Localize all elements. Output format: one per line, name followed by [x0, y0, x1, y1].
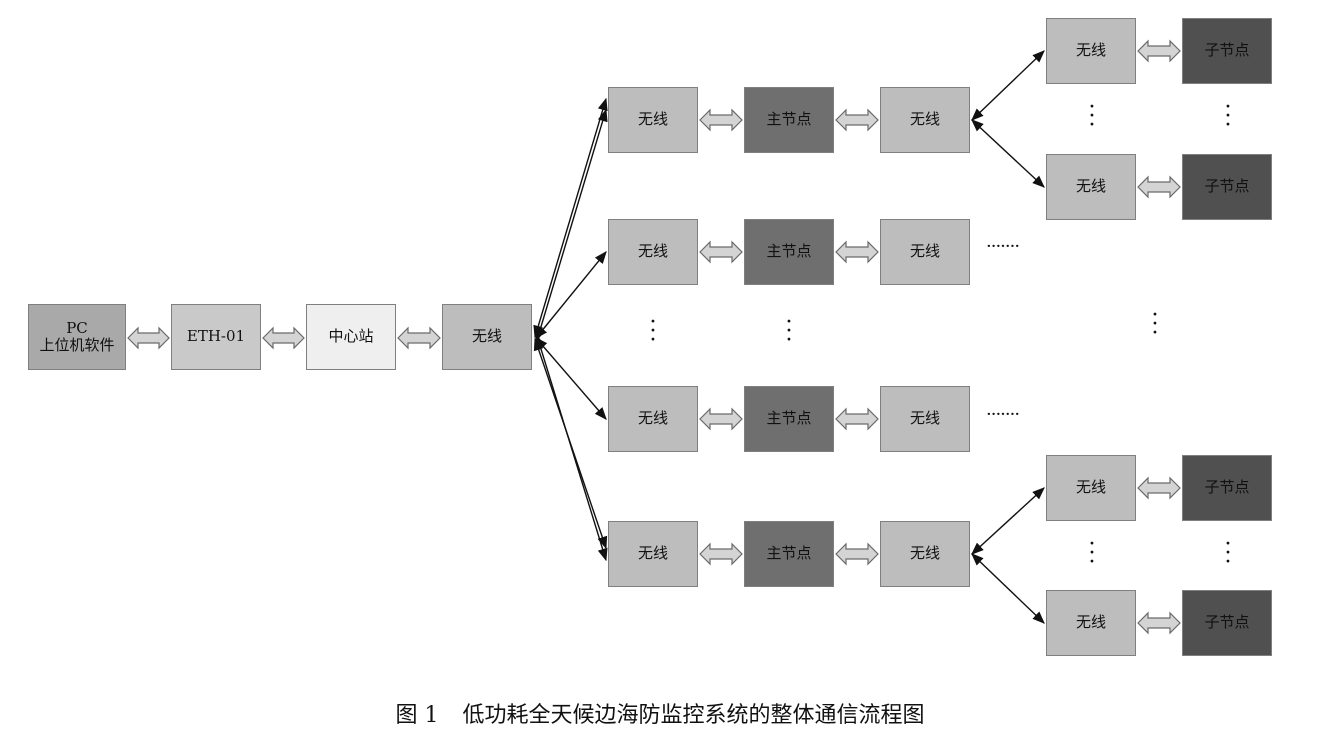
master-label: 主节点 [766, 242, 812, 261]
pc-label: PC [66, 318, 88, 337]
bidirectional-arrow [1137, 39, 1181, 63]
fan-out-arrow-group [533, 50, 1045, 624]
row4-wireless-in-node: 无线 [608, 521, 698, 587]
horizontal-ellipsis: ······· [986, 404, 1020, 425]
wireless-label: 无线 [909, 110, 940, 129]
center-station-node: 中心站 [306, 304, 396, 370]
row2-master-node: 主节点 [744, 219, 834, 285]
bidirectional-arrow [397, 326, 441, 350]
row1-child2-node: 子节点 [1182, 154, 1272, 220]
vertical-ellipsis: · · · [785, 310, 793, 353]
bidirectional-arrow [835, 240, 879, 264]
wireless-label: 无线 [637, 110, 668, 129]
bidirectional-arrow [262, 326, 305, 350]
row4-child2-node: 子节点 [1182, 590, 1272, 656]
vertical-ellipsis: · · · [1151, 303, 1159, 346]
row4-master-node: 主节点 [744, 521, 834, 587]
wireless-label: 无线 [1075, 41, 1106, 60]
wireless-label: 无线 [637, 409, 668, 428]
bidirectional-arrow [127, 326, 170, 350]
bidirectional-arrow [835, 108, 879, 132]
row4-child1-node: 子节点 [1182, 455, 1272, 521]
row1-child1-wireless-node: 无线 [1046, 18, 1136, 84]
figure-title: 低功耗全天候边海防监控系统的整体通信流程图 [462, 703, 925, 728]
wireless-label: 无线 [1075, 478, 1106, 497]
wireless-label: 无线 [471, 327, 502, 346]
link-arrow [533, 97, 608, 339]
master-label: 主节点 [766, 110, 812, 129]
link-arrow [971, 553, 1045, 624]
master-label: 主节点 [766, 409, 812, 428]
bidirectional-arrow [699, 240, 743, 264]
wireless-label: 无线 [909, 544, 940, 563]
row1-wireless-out-node: 无线 [880, 87, 970, 153]
pc-software-label: 上位机软件 [39, 336, 115, 354]
row1-child2-wireless-node: 无线 [1046, 154, 1136, 220]
vertical-ellipsis: · · · [1224, 95, 1232, 138]
row2-wireless-out-node: 无线 [880, 219, 970, 285]
row4-child1-wireless-node: 无线 [1046, 455, 1136, 521]
bidirectional-arrow [699, 407, 743, 431]
bidirectional-arrow [835, 542, 879, 566]
wireless-label: 无线 [637, 544, 668, 563]
wireless-label: 无线 [1075, 177, 1106, 196]
row1-master-node: 主节点 [744, 87, 834, 153]
figure-number: 图 1 [395, 703, 439, 728]
bidirectional-arrow [835, 407, 879, 431]
wireless-label: 无线 [1075, 613, 1106, 632]
eth-label: ETH-01 [186, 327, 246, 346]
bidirectional-arrow [699, 108, 743, 132]
row3-wireless-out-node: 无线 [880, 386, 970, 452]
link-arrow [971, 50, 1045, 121]
vertical-ellipsis: · · · [1088, 95, 1096, 138]
eth-01-node: ETH-01 [171, 304, 261, 370]
child-label: 子节点 [1204, 613, 1250, 632]
row3-master-node: 主节点 [744, 386, 834, 452]
horizontal-ellipsis: ······· [986, 236, 1020, 257]
child-label: 子节点 [1204, 478, 1250, 497]
vertical-ellipsis: · · · [1088, 532, 1096, 575]
figure-caption: 图 1 低功耗全天候边海防监控系统的整体通信流程图 [0, 697, 1320, 729]
vertical-ellipsis: · · · [649, 310, 657, 353]
link-arrow [535, 251, 607, 339]
row4-child2-wireless-node: 无线 [1046, 590, 1136, 656]
child-label: 子节点 [1204, 177, 1250, 196]
double-arrow-group [127, 39, 1181, 635]
bidirectional-arrow [1137, 476, 1181, 500]
link-arrow [535, 108, 608, 342]
row1-wireless-in-node: 无线 [608, 87, 698, 153]
connectors-layer [127, 39, 1181, 635]
center-station-label: 中心站 [328, 327, 374, 346]
row2-wireless-in-node: 无线 [608, 219, 698, 285]
link-arrow [535, 337, 607, 420]
wireless-label: 无线 [909, 242, 940, 261]
row3-wireless-in-node: 无线 [608, 386, 698, 452]
master-label: 主节点 [766, 544, 812, 563]
bidirectional-arrow [699, 542, 743, 566]
link-arrow [971, 119, 1045, 188]
vertical-ellipsis: · · · [1224, 532, 1232, 575]
wireless-label: 无线 [909, 409, 940, 428]
row4-wireless-out-node: 无线 [880, 521, 970, 587]
pc-software-node: PC 上位机软件 [28, 304, 126, 370]
row1-child1-node: 子节点 [1182, 18, 1272, 84]
link-arrow [535, 334, 608, 562]
hub-wireless-node: 无线 [442, 304, 532, 370]
link-arrow [971, 487, 1045, 555]
bidirectional-arrow [1137, 611, 1181, 635]
communication-flow-diagram: PC 上位机软件 ETH-01 中心站 无线 无线 主节点 无线 无线 主节点 … [28, 18, 1272, 656]
wireless-label: 无线 [637, 242, 668, 261]
child-label: 子节点 [1204, 41, 1250, 60]
bidirectional-arrow [1137, 175, 1181, 199]
